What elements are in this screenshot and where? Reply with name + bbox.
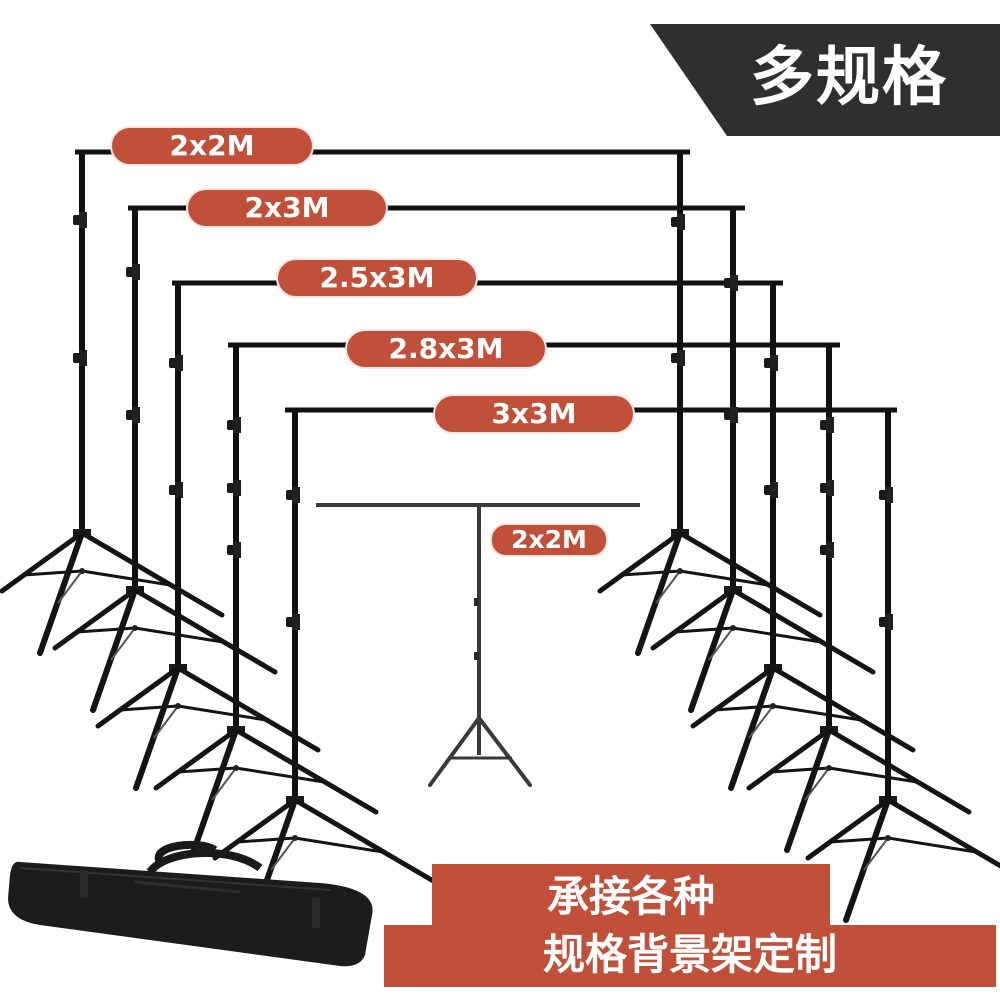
stand-small-2x2m bbox=[316, 503, 640, 787]
size-label-2-8x3m: 2.8x3M bbox=[345, 329, 547, 369]
callout-line-1: 承接各种 bbox=[546, 872, 715, 921]
carry-bag bbox=[8, 840, 373, 967]
size-label-2x2m: 2x2M bbox=[110, 126, 314, 166]
callout-line-2: 规格背景架定制 bbox=[542, 930, 837, 979]
stand-3x3m bbox=[215, 407, 1000, 920]
size-label-2-5x3m: 2.5x3M bbox=[276, 258, 478, 298]
header-badge-text: 多规格 bbox=[750, 41, 948, 115]
stand-2x2m bbox=[2, 149, 820, 653]
size-label-2x3m: 2x3M bbox=[186, 188, 388, 228]
size-label-3x3m: 3x3M bbox=[433, 394, 635, 434]
callout-background-top bbox=[432, 864, 830, 926]
callout-background-bottom bbox=[384, 925, 996, 987]
size-label-small-2x2m: 2x2M bbox=[490, 523, 608, 557]
